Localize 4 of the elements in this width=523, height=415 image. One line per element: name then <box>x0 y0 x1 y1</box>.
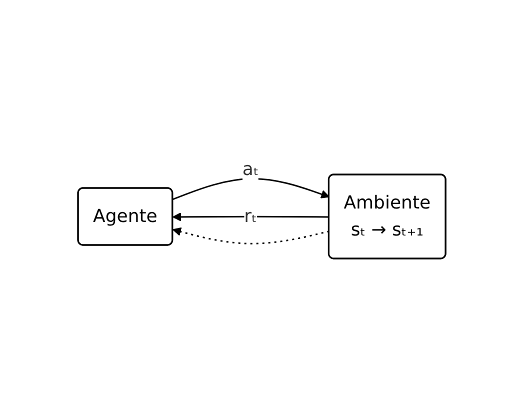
edge-label: rₜ <box>244 206 257 228</box>
arrow <box>172 212 329 222</box>
edge-label: aₜ <box>242 159 258 180</box>
arrow <box>172 178 330 200</box>
